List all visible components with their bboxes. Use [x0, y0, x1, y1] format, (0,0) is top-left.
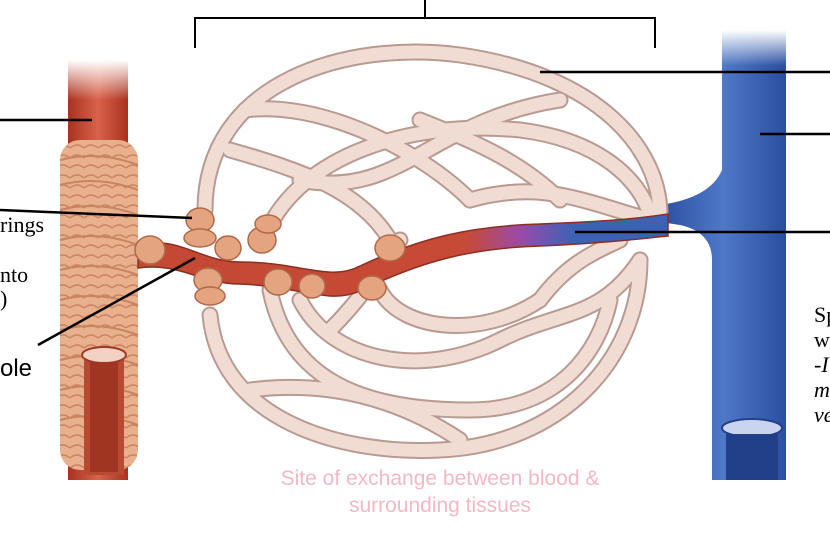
sphincter	[134, 235, 166, 265]
label-right-line1: Sp	[814, 302, 830, 327]
precapillary-sphincters	[134, 207, 406, 306]
sphincter	[254, 214, 282, 234]
sphincter	[298, 273, 326, 299]
caption-line-2: surrounding tissues	[348, 494, 532, 517]
sphincter	[214, 235, 242, 261]
bracket	[194, 0, 656, 48]
sphincter	[194, 286, 226, 306]
label-left-rings: rings	[0, 212, 44, 237]
label-left-into: nto	[0, 262, 29, 287]
arteriole	[59, 60, 139, 480]
label-left-paren: )	[0, 286, 8, 311]
sphincter	[374, 234, 406, 262]
capillary-network	[196, 43, 669, 459]
sphincter	[263, 268, 293, 296]
exchange-caption: Site of exchange between blood & surroun…	[210, 465, 670, 519]
sphincter	[183, 228, 217, 248]
caption-line-1: Site of exchange between blood &	[280, 467, 600, 490]
label-right-line5: ve	[814, 402, 830, 427]
label-right-line3: -I	[814, 352, 829, 377]
label-right-line4: m	[814, 377, 830, 402]
venule	[660, 30, 786, 480]
label-left-ole: ole	[0, 355, 33, 382]
leader-lines	[0, 70, 830, 347]
label-right-line2: w	[814, 327, 830, 352]
sphincter	[357, 275, 387, 301]
